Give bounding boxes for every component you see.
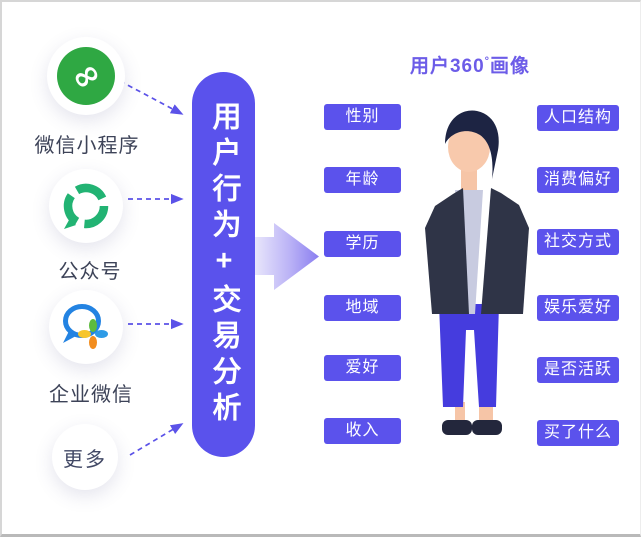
tag-entertainment: 娱乐爱好 [537,295,619,321]
big-right-arrow [252,223,319,290]
profile-title-prefix: 用户360 [409,56,485,77]
dashed-arrow-miniprogram [119,80,184,115]
tag-region: 地域 [324,295,401,321]
wechat-miniprogram-icon: ∞ [57,47,115,105]
tag-gender: 性别 [324,104,401,130]
tag-active-status: 是否活跃 [537,357,619,383]
official-account-icon [63,183,109,229]
source-label-wecom: 企业微信 [49,384,133,406]
tag-purchases: 买了什么 [537,420,619,446]
miniprogram-icon-circle: ∞ [47,37,125,115]
degree-symbol: ° [484,55,491,68]
tag-education: 学历 [324,231,401,257]
person-illustration [425,110,529,435]
pillar-text: 用户行为+交易分析 [208,101,240,428]
wecom-icon [63,304,108,349]
source-label-miniprogram: 微信小程序 [34,135,140,157]
source-label-official-account: 公众号 [58,261,122,283]
tag-consumption-pref: 消费偏好 [537,167,619,193]
tag-demographics: 人口结构 [537,105,619,131]
wecom-icon-circle [49,290,123,364]
tag-social-style: 社交方式 [537,229,619,255]
official-account-icon-circle [49,169,123,243]
tag-age: 年龄 [324,167,401,193]
tag-hobby: 爱好 [324,355,401,381]
pillar-user-behavior-analysis: 用户行为+交易分析 [192,72,255,457]
dashed-arrow-more [129,423,184,456]
more-circle: 更多 [52,424,118,490]
profile-title-suffix: 画像 [490,56,531,77]
profile-title: 用户360°画像 [395,51,545,78]
tag-income: 收入 [324,418,401,444]
more-label: 更多 [63,448,107,471]
